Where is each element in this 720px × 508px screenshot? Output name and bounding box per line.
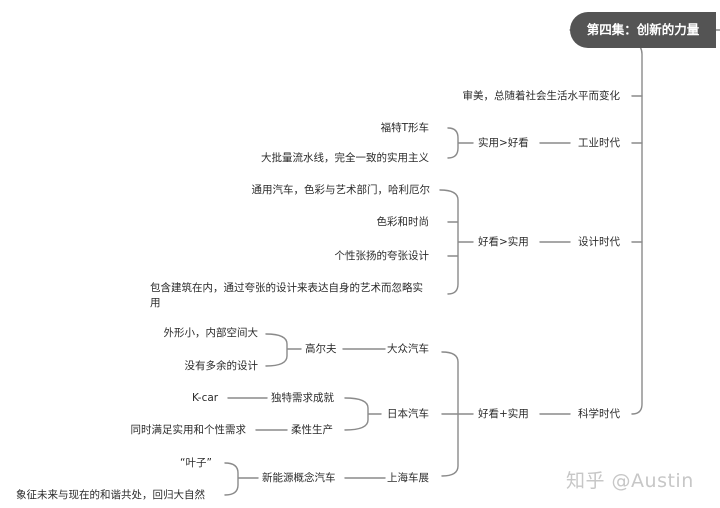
detail-assembly-line[interactable]: 大批量流水线，完全一致的实用主义 [261, 152, 429, 164]
detail-kcar[interactable]: K-car [192, 392, 219, 404]
case-japan[interactable]: 日本汽车 [387, 408, 429, 420]
principle-industrial[interactable]: 实用>好看 [478, 137, 529, 149]
era-industrial[interactable]: 工业时代 [578, 137, 620, 149]
principle-design[interactable]: 好看>实用 [478, 236, 529, 248]
connector-industrial-bracket [447, 127, 474, 159]
detail-harmony-nature[interactable]: 象征未来与现在的和谐共处，回归大自然 [16, 489, 205, 501]
root-node[interactable]: 第四集：创新的力量 [570, 12, 716, 48]
branch-flexible-production[interactable]: 柔性生产 [291, 424, 333, 436]
connector-vw-bracket [265, 333, 302, 367]
detail-ford-model-t[interactable]: 福特T形车 [380, 122, 429, 134]
connector-japan-bracket [344, 397, 382, 431]
watermark: 知乎 @Austin [566, 470, 694, 492]
connector-shanghai-bracket [224, 462, 259, 496]
era-science[interactable]: 科学时代 [578, 408, 620, 420]
detail-golf-space[interactable]: 外形小，内部空间大 [163, 327, 259, 339]
connector-science-bracket [441, 351, 474, 477]
model-new-energy-concept[interactable]: 新能源概念汽车 [262, 472, 336, 484]
branch-unique-demand[interactable]: 独特需求成就 [271, 392, 334, 404]
case-shanghai[interactable]: 上海车展 [387, 472, 429, 484]
connector-root-trunk [569, 29, 643, 415]
intro-note[interactable]: 审美，总随着社会生活水平而变化 [462, 90, 621, 102]
era-design[interactable]: 设计时代 [578, 236, 620, 248]
detail-leaf[interactable]: “叶子” [180, 457, 212, 469]
principle-science[interactable]: 好看+实用 [478, 408, 529, 420]
connector-design-bracket [439, 189, 474, 295]
detail-golf-minimal[interactable]: 没有多余的设计 [184, 360, 259, 372]
detail-color-fashion[interactable]: 色彩和时尚 [376, 216, 430, 228]
detail-exaggerated-design[interactable]: 个性张扬的夸张设计 [334, 250, 430, 262]
case-vw[interactable]: 大众汽车 [387, 343, 429, 355]
detail-architecture[interactable]: 包含建筑在内，通过夸张的设计来表达自身的艺术而忽略实用 [150, 282, 423, 309]
model-golf[interactable]: 高尔夫 [305, 343, 337, 355]
detail-gm-art-department[interactable]: 通用汽车，色彩与艺术部门，哈利厄尔 [251, 184, 431, 196]
detail-flexible-needs[interactable]: 同时满足实用和个性需求 [130, 424, 247, 436]
